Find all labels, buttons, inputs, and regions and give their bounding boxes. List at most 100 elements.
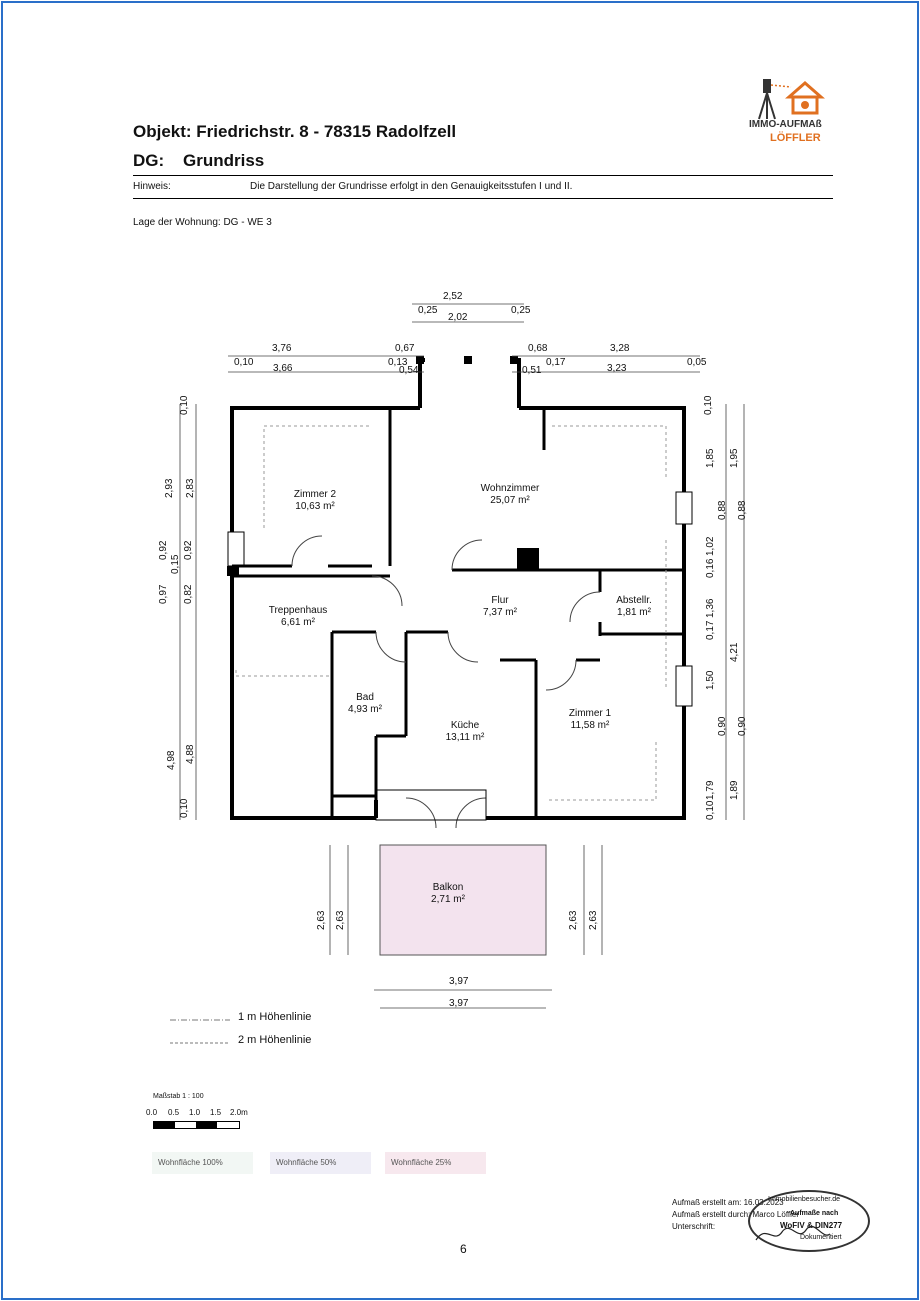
- dim-label: 0,88: [737, 500, 748, 520]
- room-name: Balkon: [432, 882, 464, 893]
- dim-label: 0,90: [717, 716, 728, 736]
- room-abstellraum: Abstellr.1,81 m²: [604, 595, 664, 619]
- dim-label: 0,13: [388, 357, 408, 368]
- header-divider-bottom: [133, 198, 833, 199]
- dim-label: 0,51: [522, 365, 542, 376]
- scale-bar: [153, 1121, 240, 1129]
- logo-icon: [758, 79, 825, 120]
- dim-label: 0,10: [179, 395, 190, 415]
- room-area: 1,81 m²: [617, 607, 651, 618]
- signature-scribble: [755, 1225, 831, 1241]
- header-divider-top: [133, 175, 833, 176]
- dim-label: 0,97: [158, 584, 169, 604]
- dim-label: 1,95: [729, 448, 740, 468]
- dim-label: 0,10: [234, 357, 254, 368]
- object-title: Objekt: Friedrichstr. 8 - 78315 Radolfze…: [133, 122, 457, 141]
- dim-label: 0,10: [705, 800, 716, 820]
- room-name: Zimmer 2: [293, 489, 337, 500]
- dim-label: 4,98: [166, 750, 177, 770]
- dim-label: 0,17: [705, 620, 716, 640]
- dim-label: 3,28: [610, 343, 630, 354]
- dim-label: 4,21: [729, 642, 740, 662]
- room-name: Bad: [356, 692, 374, 703]
- room-area: 4,93 m²: [348, 704, 382, 715]
- dim-label: 3,66: [273, 363, 293, 374]
- plan-type: Grundriss: [183, 151, 265, 170]
- scale-tick: 0.0: [146, 1108, 158, 1117]
- dim-label: 3,97: [449, 998, 469, 1009]
- contour-legend-1m: 1 m Höhenlinie: [238, 1011, 312, 1023]
- hint-label: Hinweis:: [133, 181, 171, 192]
- dim-label: 0,15: [170, 554, 181, 574]
- dim-label: 0,25: [418, 305, 438, 316]
- dim-label: 0,92: [158, 540, 169, 560]
- room-area: 11,58 m²: [570, 720, 610, 731]
- scale-tick: 1.5: [210, 1108, 222, 1117]
- room-area: 13,11 m²: [445, 732, 485, 743]
- stamp-top: Immobilienbesucher.de: [768, 1196, 840, 1203]
- dim-label: 1,36: [705, 598, 716, 618]
- dim-label: 0,54: [399, 365, 419, 376]
- legend-wohnflaeche-100: Wohnfläche 100%: [152, 1152, 253, 1174]
- room-name: Treppenhaus: [268, 605, 328, 616]
- balcony-area: [379, 844, 547, 956]
- scale-label: Maßstab 1 : 100: [153, 1093, 204, 1100]
- dim-label: 0,10: [703, 395, 714, 415]
- signature-label: Unterschrift:: [672, 1222, 716, 1231]
- created-at: Aufmaß erstellt am: 16.03.2023: [672, 1198, 784, 1207]
- legend-wohnflaeche-25: Wohnfläche 25%: [385, 1152, 486, 1174]
- dim-label: 2,63: [316, 910, 327, 930]
- scale-tick: 2.0m: [230, 1108, 248, 1117]
- dim-label: 2,52: [443, 291, 463, 302]
- legend-wohnflaeche-50: Wohnfläche 50%: [270, 1152, 371, 1174]
- room-name: Zimmer 1: [568, 708, 612, 719]
- location-text: Lage der Wohnung: DG - WE 3: [133, 217, 272, 228]
- dim-label: 4,88: [185, 744, 196, 764]
- room-name: Abstellr.: [616, 595, 652, 606]
- dim-label: 0,90: [737, 716, 748, 736]
- logo-line1: IMMO-AUFMAß: [749, 119, 822, 130]
- hint-text: Die Darstellung der Grundrisse erfolgt i…: [250, 181, 573, 192]
- dim-label: 3,23: [607, 363, 627, 374]
- dim-label: 0,67: [395, 343, 415, 354]
- floor-plan: [170, 303, 745, 1044]
- contour-legend-2m: 2 m Höhenlinie: [238, 1034, 312, 1046]
- dim-label: 1,85: [705, 448, 716, 468]
- room-name: Wohnzimmer: [480, 483, 540, 494]
- page-number: 6: [460, 1242, 467, 1256]
- room-area: 25,07 m²: [490, 495, 530, 506]
- dim-label: 3,97: [449, 976, 469, 987]
- room-area: 10,63 m²: [295, 501, 335, 512]
- dim-label: 0,88: [717, 500, 728, 520]
- stamp-mid: Aufmaße nach: [790, 1210, 839, 1217]
- dim-label: 2,63: [588, 910, 599, 930]
- dim-label: 0,16: [705, 558, 716, 578]
- room-name: Küche: [450, 720, 480, 731]
- dim-label: 0,10: [179, 798, 190, 818]
- dim-label: 1,89: [729, 780, 740, 800]
- dim-label: 0,68: [528, 343, 548, 354]
- logo-line2: LÖFFLER: [770, 132, 821, 144]
- dim-label: 3,76: [272, 343, 292, 354]
- dim-label: 2,93: [164, 478, 175, 498]
- stamp-mid2: WoFlV & DIN277: [780, 1221, 843, 1230]
- dim-label: 0,17: [546, 357, 566, 368]
- room-area: 2,71 m²: [431, 894, 465, 905]
- room-name: Flur: [491, 595, 509, 606]
- dim-label: 0,25: [511, 305, 531, 316]
- stamp-seal: Immobilienbesucher.de Aufmaße nach WoFlV…: [748, 1190, 870, 1252]
- scale-tick: 1.0: [189, 1108, 201, 1117]
- dim-label: 2,83: [185, 478, 196, 498]
- dim-label: 1,02: [705, 536, 716, 556]
- dim-label: 1,79: [705, 780, 716, 800]
- dim-label: 2,63: [568, 910, 579, 930]
